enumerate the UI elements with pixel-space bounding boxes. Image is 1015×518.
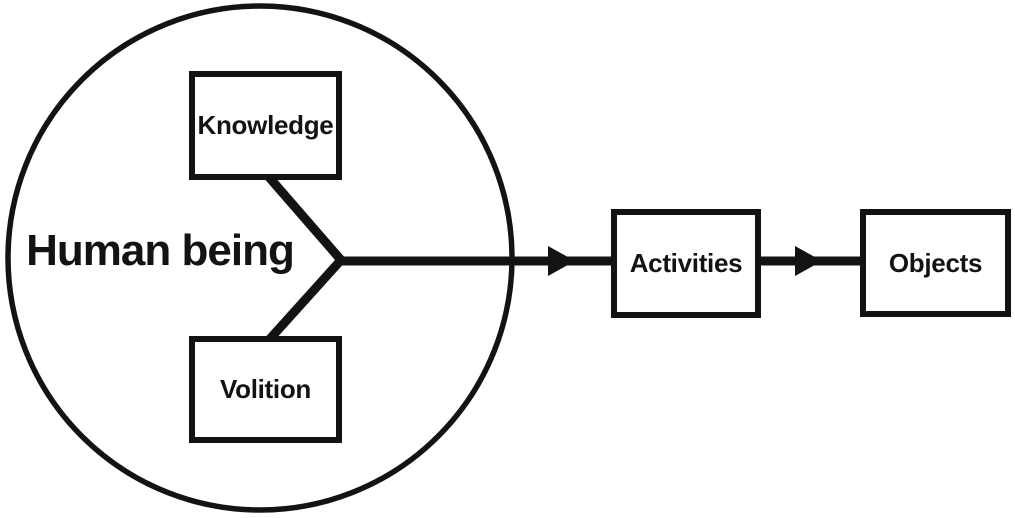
node-objects-label: Objects (888, 247, 983, 278)
node-activities-label: Activities (629, 248, 743, 278)
node-activities: Activities (611, 209, 761, 318)
node-knowledge-label: Knowledge (197, 110, 334, 140)
arrowhead-right-icon (548, 246, 575, 276)
connector-knowledge-junction (264, 173, 345, 263)
node-volition-label: Volition (220, 374, 311, 404)
node-volition: Volition (189, 336, 342, 443)
connector-volition-junction (264, 256, 345, 345)
human-being-label: Human being (26, 226, 295, 275)
node-knowledge: Knowledge (189, 71, 342, 180)
arrowhead-right-icon (795, 246, 822, 276)
node-objects: Objects (860, 209, 1011, 317)
